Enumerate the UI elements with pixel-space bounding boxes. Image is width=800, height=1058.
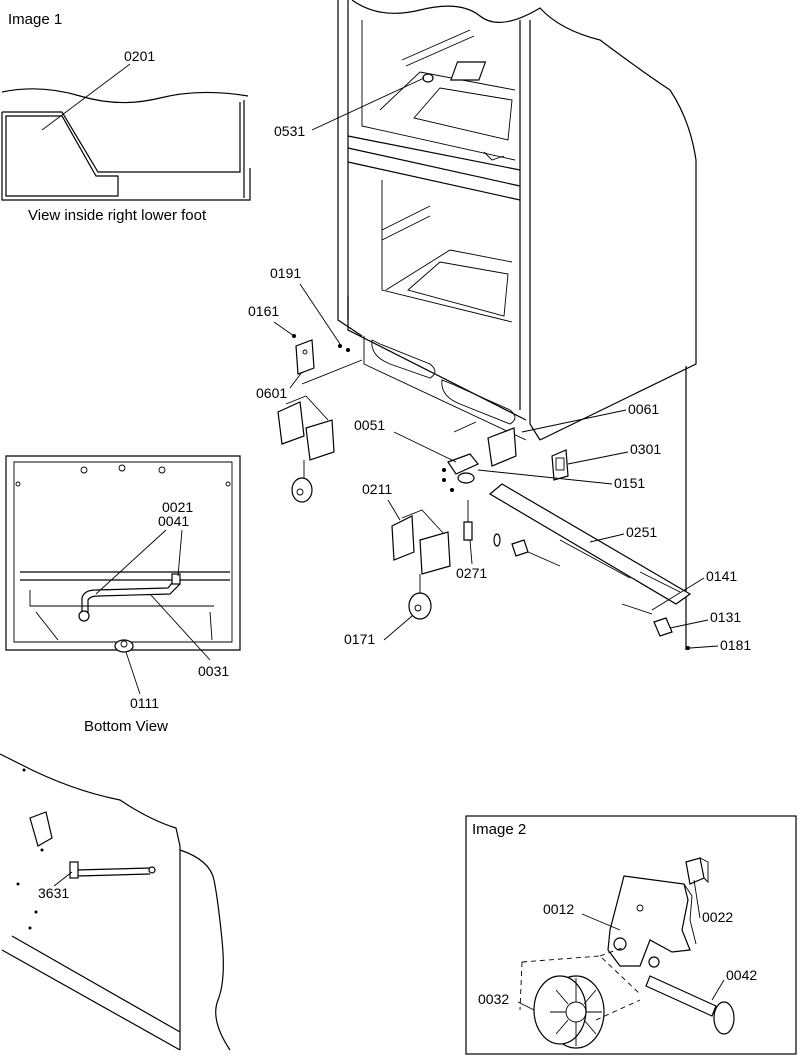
label-0531: 0531	[274, 123, 305, 139]
label-0181: 0181	[720, 637, 751, 653]
label-0111: 0111	[130, 695, 159, 711]
pin-0141	[621, 603, 653, 615]
left-foot-assembly	[277, 334, 363, 503]
image1-foot-outline	[2, 102, 241, 173]
image2-frame	[465, 815, 797, 1055]
image2-title: Image 2	[472, 821, 526, 838]
screw-0181	[686, 646, 690, 650]
label-0021: 0021	[162, 499, 193, 515]
refrigerator-cabinet	[337, 0, 697, 650]
label-0601: 0601	[256, 385, 287, 401]
spacer-0131	[653, 617, 673, 637]
drain-tube-0031	[81, 577, 177, 614]
bracket-0601	[295, 339, 315, 375]
caster-bracket-0012	[607, 875, 691, 967]
label-0201: 0201	[124, 48, 155, 64]
label-0041: 0041	[158, 513, 189, 529]
label-0141: 0141	[706, 568, 737, 584]
label-3631: 3631	[38, 885, 69, 901]
right-foot-assembly	[391, 421, 692, 650]
image1-wall-top	[1, 88, 249, 104]
back-panel-detail: 3631	[0, 753, 231, 1051]
block-0301	[551, 449, 569, 481]
image1-frame	[1, 112, 251, 201]
label-0042: 0042	[726, 967, 757, 983]
cam-0051	[447, 453, 479, 475]
image2-inset: Image 2 0012 0022 0032 0042	[465, 815, 797, 1055]
label-0012: 0012	[543, 901, 574, 917]
plate-0251	[488, 483, 692, 605]
clip-0022	[685, 857, 705, 885]
label-0131: 0131	[710, 609, 741, 625]
bracket-0211	[391, 515, 415, 561]
label-0051: 0051	[354, 417, 385, 433]
label-0032: 0032	[478, 991, 509, 1007]
image1-caption: View inside right lower foot	[28, 207, 207, 224]
panel-cutout	[29, 811, 53, 847]
label-0211: 0211	[362, 481, 392, 497]
label-0191: 0191	[270, 265, 301, 281]
bottom-view-frame	[5, 455, 241, 651]
axle-0042	[645, 975, 717, 1017]
label-0301: 0301	[630, 441, 661, 457]
air-vent-0531	[422, 73, 434, 83]
image1-inset: Image 1 0201 View inside right lower foo…	[1, 11, 251, 224]
label-0031: 0031	[198, 663, 229, 679]
drain-pan-0111	[114, 639, 134, 653]
image1-title: Image 1	[8, 11, 62, 28]
label-0022: 0022	[702, 909, 733, 925]
leveler-0271	[463, 521, 473, 541]
bottom-view-caption: Bottom View	[84, 718, 168, 735]
label-0161: 0161	[248, 303, 279, 319]
label-0061: 0061	[628, 401, 659, 417]
tube-3631	[75, 867, 151, 871]
image1-foot-plate	[5, 115, 119, 197]
label-0251: 0251	[626, 524, 657, 540]
label-0271: 0271	[456, 565, 487, 581]
label-0151: 0151	[614, 475, 645, 491]
screw-0061	[453, 421, 477, 433]
hinge-bracket-left	[277, 401, 305, 445]
bottom-view: 0021 0041 0031 0111 Bottom View	[5, 455, 241, 735]
label-0171: 0171	[344, 631, 375, 647]
main-labels: 0531 0191 0161 0601 0061 0051 0301 0151 …	[248, 77, 751, 653]
